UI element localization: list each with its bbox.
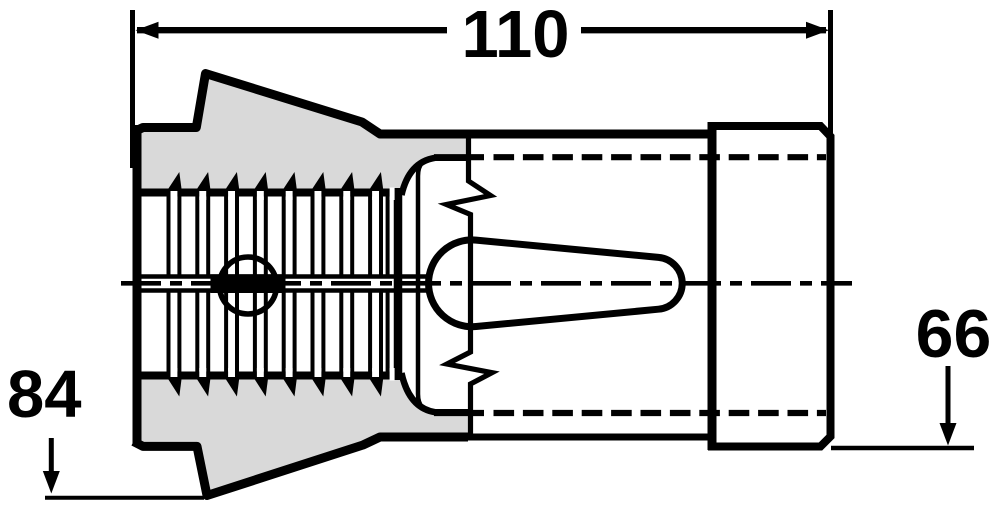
- svg-text:110: 110: [461, 0, 569, 72]
- svg-text:66: 66: [916, 296, 992, 372]
- svg-text:84: 84: [7, 357, 82, 432]
